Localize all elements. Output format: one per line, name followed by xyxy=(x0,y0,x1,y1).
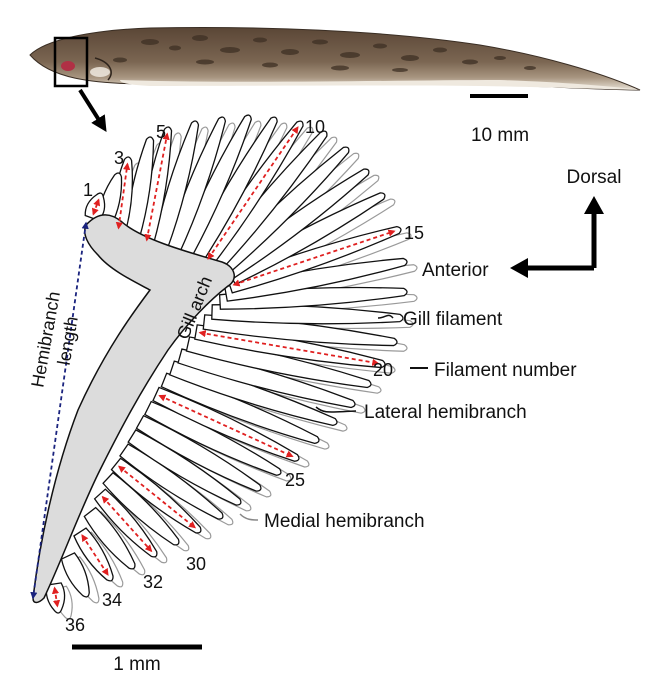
filament-length-arrow xyxy=(232,229,396,287)
filament-number-3: 3 xyxy=(114,148,124,168)
filament-length-arrow xyxy=(158,394,294,458)
filament-number-36: 36 xyxy=(65,615,85,635)
filament-length-arrow xyxy=(115,162,131,230)
hemibranch-length-arrow xyxy=(30,221,89,600)
fish-scale-label: 10 mm xyxy=(471,125,529,146)
filament-number-25: 25 xyxy=(285,470,305,490)
hemibranch-length-label: Hemibranch length xyxy=(27,285,86,393)
lateral-hemibranch-leader xyxy=(315,406,357,413)
filament-number-label: Filament number xyxy=(434,360,577,381)
gill-scale-label: 1 mm xyxy=(113,654,161,675)
orientation-indicator: Dorsal Anterior xyxy=(422,167,621,281)
head-highlight-box xyxy=(53,36,89,88)
gill-filament-label: Gill filament xyxy=(403,309,503,330)
filament-number-5: 5 xyxy=(156,122,166,142)
filament-length-arrow xyxy=(91,198,101,216)
dorsal-arrowhead xyxy=(584,196,604,214)
filament-number-15: 15 xyxy=(404,223,424,243)
zoom-arrow xyxy=(78,88,107,133)
anterior-arrowhead xyxy=(510,258,528,278)
orientation-arrow xyxy=(526,214,597,271)
filament-number-10: 10 xyxy=(305,117,325,137)
filament-length-arrow xyxy=(117,465,197,529)
filament-number-34: 34 xyxy=(102,590,122,610)
filament-number-32: 32 xyxy=(143,572,163,592)
filament-number-1: 1 xyxy=(83,180,93,200)
dorsal-label: Dorsal xyxy=(567,167,622,188)
fish-gill-cover xyxy=(94,57,112,81)
filament-length-arrow xyxy=(101,495,153,553)
fish-spots xyxy=(113,35,536,72)
fish-belly xyxy=(120,80,640,90)
filament-number-30: 30 xyxy=(186,554,206,574)
anterior-label: Anterior xyxy=(422,260,489,281)
fish-illustration xyxy=(29,27,641,91)
gill-filament-leader xyxy=(377,314,394,319)
fish-gill-patch xyxy=(90,67,110,77)
filament-number-20: 20 xyxy=(373,360,393,380)
lateral-hemibranch-label: Lateral hemibranch xyxy=(364,402,527,423)
callouts: Gill filament Filament number Lateral he… xyxy=(239,309,577,532)
medial-hemibranch-leader xyxy=(239,513,259,521)
medial-hemibranch-label: Medial hemibranch xyxy=(264,511,425,532)
filament-length-arrow xyxy=(198,330,380,366)
filament-number-labels: 1 3 5 10 15 20 25 30 32 34 36 xyxy=(65,117,424,635)
fish-eye xyxy=(61,61,75,71)
filament-length-arrow xyxy=(207,126,299,260)
